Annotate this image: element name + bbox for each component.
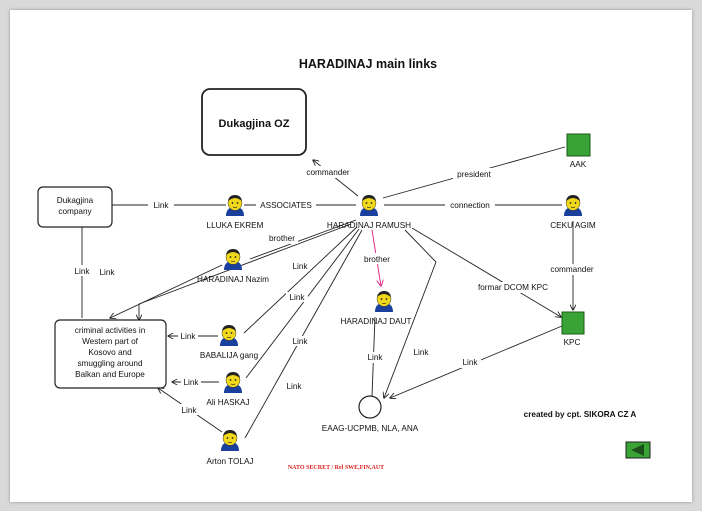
classification-marking: NATO SECRET / Rel SWE,FIN,AUT	[288, 465, 384, 471]
box-dukagjina-oz: Dukagjina OZ	[201, 88, 307, 156]
person-icon	[223, 371, 243, 394]
edge-label-link-nazim-crime: Link	[99, 268, 115, 277]
edge-label-commander-top: commander	[306, 168, 350, 177]
back-button[interactable]	[625, 441, 651, 459]
node-label-kpc: KPC	[564, 338, 581, 347]
edge-ramush-tolaj	[244, 229, 363, 439]
node-label-aak: AAK	[570, 160, 587, 169]
person-icon	[223, 248, 243, 271]
edges	[81, 146, 573, 439]
edge-label-link-tolaj-crime: Link	[181, 406, 197, 415]
node-label-tolaj: Arton TOLAJ	[206, 457, 253, 466]
edge-label-president: president	[457, 170, 491, 179]
edge-label-link-babalija-crime: Link	[180, 332, 196, 341]
edge-label-link-kpc-eaag: Link	[462, 358, 478, 367]
node-babalija-gang: BABALIJA gang	[200, 324, 259, 360]
back-arrow-icon	[631, 444, 644, 456]
edge-nazim-crime	[110, 264, 223, 318]
edge-label-formar: formar DCOM KPC	[478, 283, 548, 292]
edge-label-link-babalija: Link	[289, 293, 305, 302]
person-icon	[359, 194, 379, 217]
node-label-lluka: LLUKA EKREM	[207, 221, 264, 230]
edge-label-link-company-crime: Link	[74, 267, 90, 276]
node-label-haskaj: Ali HASKAJ	[206, 398, 249, 407]
node-label-nazim: HARADINAJ Nazim	[197, 275, 269, 284]
node-kpc: KPC	[561, 311, 585, 347]
diagram-title: HARADINAJ main links	[299, 57, 437, 71]
node-label-babalija: BABALIJA gang	[200, 351, 259, 360]
node-label-ramush: HARADINAJ RAMUSH	[327, 221, 411, 230]
person-icon	[563, 194, 583, 217]
link-diagram: commander ASSOCIATES Link president conn…	[37, 57, 651, 471]
edge-label-link-haskaj-crime: Link	[183, 378, 199, 387]
edge-labels: commander ASSOCIATES Link president conn…	[71, 166, 596, 415]
box-criminal-activities: criminal activities in Western part of K…	[54, 319, 167, 389]
edge-ramush-nazim	[249, 219, 357, 260]
edge-ramush-kpc	[411, 227, 561, 317]
person-icon	[220, 429, 240, 452]
edge-label-link-haskaj: Link	[292, 337, 308, 346]
node-aak: AAK	[566, 133, 591, 169]
box-dukagjina-company: Dukagjina company	[37, 186, 113, 228]
node-label-eaag: EAAG-UCPMB, NLA, ANA	[322, 424, 419, 433]
edge-ramush-babalija	[243, 226, 358, 334]
edge-label-connection: connection	[450, 201, 490, 210]
node-label-daut: HARADINAJ DAUT	[341, 317, 412, 326]
edge-label-brother-nazim: brother	[269, 234, 295, 243]
node-haradinaj-ramush: HARADINAJ RAMUSH	[327, 194, 411, 230]
node-eaag: EAAG-UCPMB, NLA, ANA	[322, 395, 419, 433]
box-company-line1: Dukagjina	[57, 196, 94, 205]
edge-label-commander-ceku: commander	[550, 265, 594, 274]
credit-text: created by cpt. SIKORA CZ A	[524, 410, 637, 419]
box-crime-line5: Balkan and Europe	[75, 370, 145, 379]
node-haradinaj-daut: HARADINAJ DAUT	[341, 290, 412, 326]
person-icon	[374, 290, 394, 313]
edge-ramush-eaag-a	[404, 229, 437, 263]
box-crime-line1: criminal activities in	[75, 326, 146, 335]
box-crime-line3: Kosovo and	[88, 348, 132, 357]
edge-label-brother-daut: brother	[364, 255, 390, 264]
person-icon	[225, 194, 245, 217]
node-arton-tolaj: Arton TOLAJ	[206, 429, 254, 466]
node-lluka-ekrem: LLUKA EKREM	[207, 194, 264, 230]
box-crime-line2: Western part of	[82, 337, 139, 346]
edge-ramush-eaag-b	[384, 261, 437, 398]
edge-label-link-daut-eaag: Link	[367, 353, 383, 362]
box-dukagjina-oz-label: Dukagjina OZ	[219, 118, 290, 130]
group-circle-icon	[358, 395, 382, 419]
diagram-page: commander ASSOCIATES Link president conn…	[10, 10, 692, 502]
edge-ramush-haskaj	[245, 228, 360, 379]
box-company-line2: company	[58, 207, 92, 216]
node-haradinaj-nazim: HARADINAJ Nazim	[197, 248, 269, 284]
node-ceku-agim: CEKU AGIM	[550, 194, 596, 230]
edge-label-link-ramush-eaag: Link	[413, 348, 429, 357]
person-icon	[219, 324, 239, 347]
edge-label-link-tolaj: Link	[286, 382, 302, 391]
green-square-icon	[566, 133, 591, 157]
edge-label-associates: ASSOCIATES	[260, 201, 312, 210]
box-crime-line4: smuggling around	[77, 359, 143, 368]
green-square-icon	[561, 311, 585, 335]
edge-label-link-company: Link	[153, 201, 169, 210]
edge-label-link-ramush-crime: Link	[292, 262, 308, 271]
node-label-ceku: CEKU AGIM	[550, 221, 596, 230]
node-ali-haskaj: Ali HASKAJ	[206, 371, 250, 407]
